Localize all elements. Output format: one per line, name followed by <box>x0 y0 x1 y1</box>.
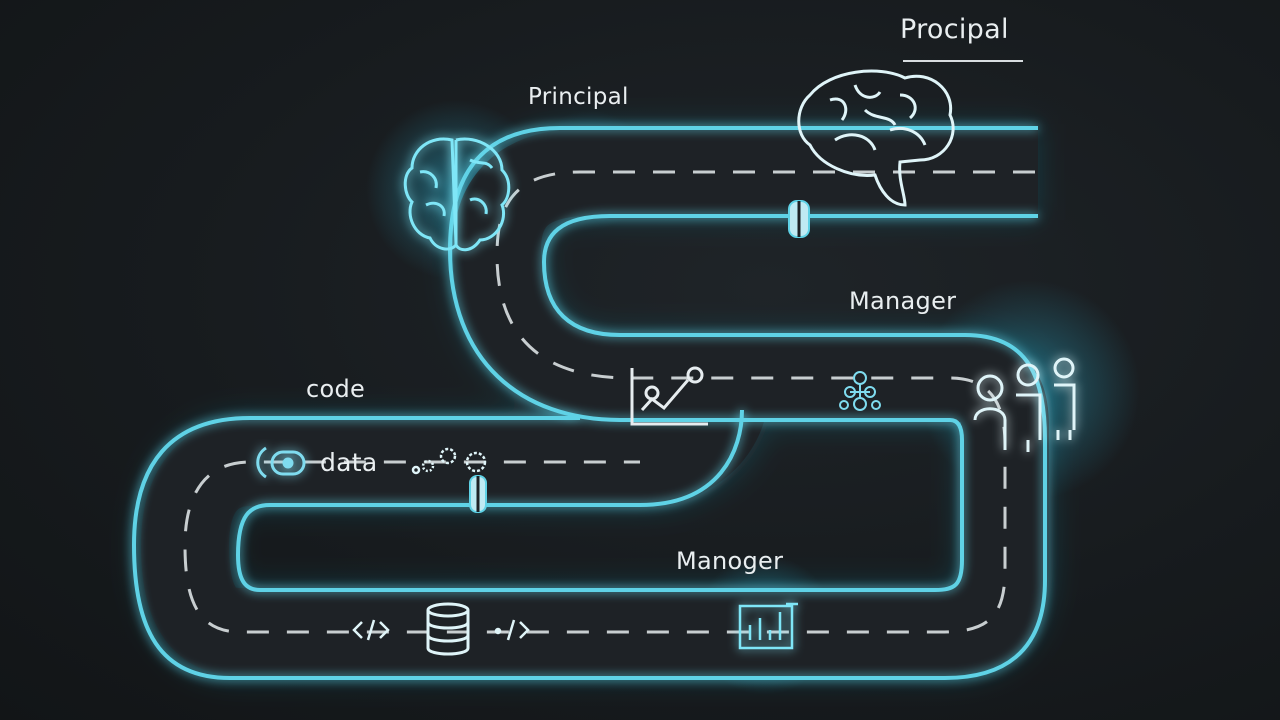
label-principal: Principal <box>528 84 629 110</box>
dashboard-icon <box>738 602 798 650</box>
database-icon <box>426 602 470 656</box>
label-manager: Manager <box>849 287 957 315</box>
label-procipal: Procipal <box>900 14 1009 45</box>
team-icon <box>973 357 1076 452</box>
label-manoger: Manoger <box>676 547 784 575</box>
label-code: code <box>306 375 366 403</box>
toggle-icon <box>256 446 306 479</box>
brain-icon-top <box>797 69 955 207</box>
code-tag-icon <box>352 619 390 641</box>
gears-icon <box>411 447 487 475</box>
milestone-marker-top <box>788 200 810 238</box>
road-edge-top-inner <box>131 214 1047 680</box>
procipal-underline <box>903 60 1023 62</box>
network-icon <box>839 371 881 411</box>
road-edge-top-outer <box>235 126 1038 592</box>
milestone-marker-bottom <box>469 475 487 513</box>
road <box>131 124 1053 680</box>
dot-code-icon <box>494 619 530 641</box>
brain-icon-left <box>403 137 511 252</box>
label-data: data <box>320 448 378 477</box>
chart-icon <box>630 366 708 426</box>
